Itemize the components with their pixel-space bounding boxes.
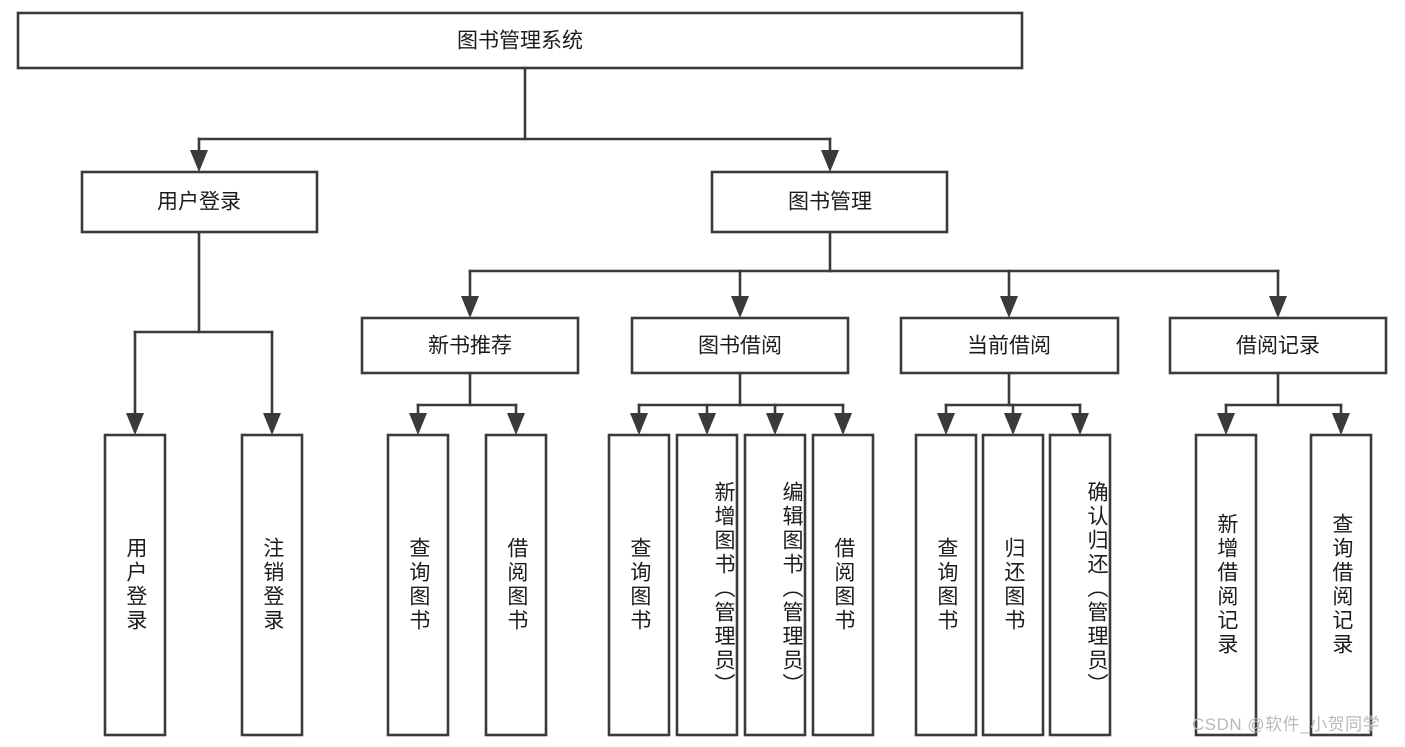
node-leaf-return-book-box[interactable] (981, 433, 1045, 737)
node-borrow-record-box[interactable] (1168, 316, 1388, 375)
node-root[interactable]: 图书管理系统 (16, 11, 1024, 70)
arrowhead-leaf-edit-book-admin (766, 413, 784, 435)
node-user-login-label: 用户登录 (157, 191, 241, 214)
node-current-borrow[interactable]: 当前借阅 (899, 316, 1120, 375)
node-leaf-confirm-return-admin-box[interactable] (1048, 433, 1112, 737)
node-borrow-record[interactable]: 借阅记录 (1168, 316, 1388, 375)
node-book-management[interactable]: 图书管理 (710, 170, 949, 234)
node-leaf-borrow-book-recommend-box[interactable] (484, 433, 548, 737)
node-borrow-record-label: 借阅记录 (1236, 335, 1320, 358)
node-book-management-label: 图书管理 (788, 191, 872, 214)
node-leaf-edit-book-admin-box[interactable] (743, 433, 807, 737)
node-leaf-add-book-admin-box[interactable] (675, 433, 739, 737)
node-leaf-logout-login-box[interactable] (240, 433, 304, 737)
node-leaf-borrow-book-box[interactable] (811, 433, 875, 737)
node-current-borrow-label: 当前借阅 (967, 335, 1051, 358)
arrowhead-leaf-add-borrow-record (1217, 413, 1235, 435)
node-book-borrow[interactable]: 图书借阅 (630, 316, 850, 375)
node-new-book-recommend[interactable]: 新书推荐 (360, 316, 580, 375)
arrowhead-leaf-query-book-borrow (630, 413, 648, 435)
arrowhead-leaf-borrow-book-recommend (507, 413, 525, 435)
node-user-login[interactable]: 用户登录 (80, 170, 319, 234)
node-leaf-query-borrow-record-box[interactable] (1309, 433, 1373, 737)
node-leaf-user-login-box[interactable] (103, 433, 167, 737)
arrowhead-leaf-confirm-return-admin (1071, 413, 1089, 435)
node-leaf-query-book-current-box[interactable] (914, 433, 978, 737)
arrowhead-leaf-query-borrow-record (1332, 413, 1350, 435)
node-current-borrow-box[interactable] (899, 316, 1120, 375)
node-new-book-recommend-label: 新书推荐 (428, 335, 512, 358)
node-book-management-box[interactable] (710, 170, 949, 234)
arrowhead-leaf-add-book-admin (698, 413, 716, 435)
arrowhead-leaf-logout-login (263, 413, 281, 435)
arrowhead-book-borrow (731, 296, 749, 318)
node-leaf-query-book-recommend-box[interactable] (386, 433, 450, 737)
node-leaf-query-book-borrow-box[interactable] (607, 433, 671, 737)
arrowhead-leaf-borrow-book (834, 413, 852, 435)
node-new-book-recommend-box[interactable] (360, 316, 580, 375)
node-root-box[interactable] (16, 11, 1024, 70)
connector-layer (126, 66, 1350, 435)
arrowhead-current-borrow (1000, 296, 1018, 318)
arrowhead-leaf-user-login (126, 413, 144, 435)
arrowhead-leaf-query-book-recommend (409, 413, 427, 435)
node-book-borrow-box[interactable] (630, 316, 850, 375)
node-root-label: 图书管理系统 (457, 30, 583, 53)
csdn-watermark: CSDN @软件_小贺同学 (1192, 715, 1381, 734)
arrowhead-new-book-recommend (461, 296, 479, 318)
arrowhead-user-login (190, 150, 208, 172)
node-leaf-add-borrow-record-box[interactable] (1194, 433, 1258, 737)
arrowhead-leaf-query-book-current (937, 413, 955, 435)
leaf-layer (103, 433, 1373, 737)
arrowhead-book-management (821, 150, 839, 172)
arrowhead-borrow-record (1269, 296, 1287, 318)
node-book-borrow-label: 图书借阅 (698, 335, 782, 358)
arrowhead-leaf-return-book (1004, 413, 1022, 435)
node-user-login-box[interactable] (80, 170, 319, 234)
